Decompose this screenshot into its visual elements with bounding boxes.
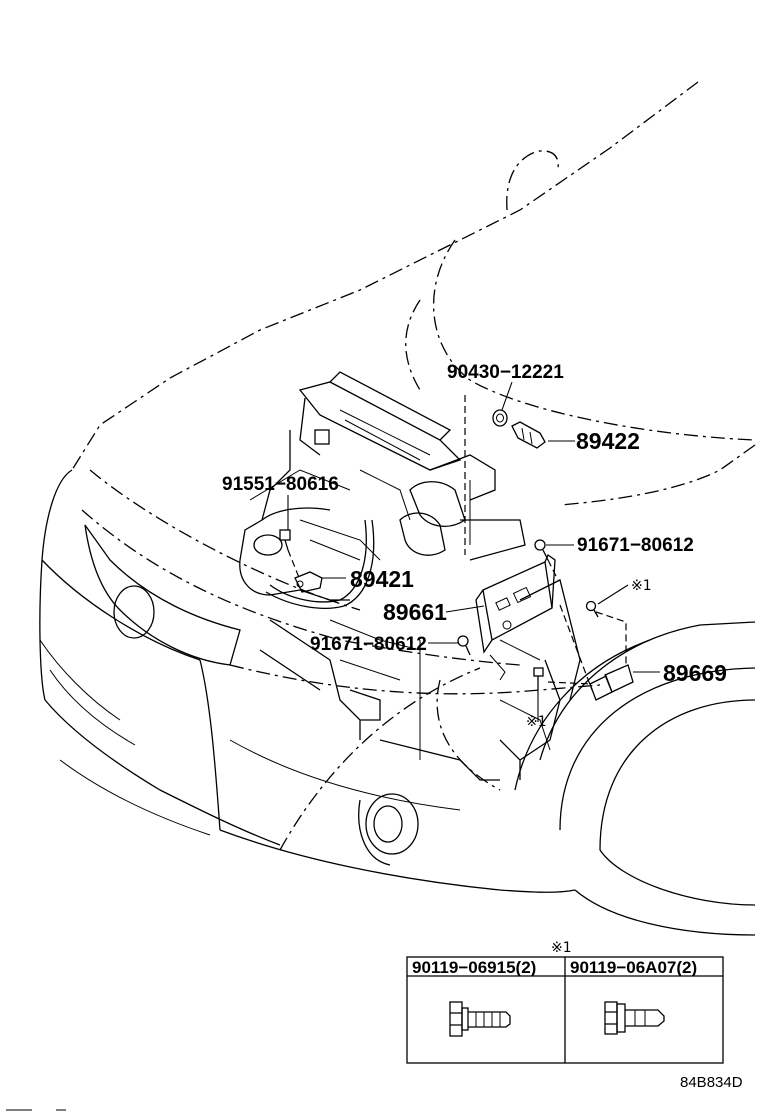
fastener-table: ※1 90119−06915(2) 90119−06A07(2) bbox=[406, 940, 724, 1064]
callout-89422: 89422 bbox=[576, 428, 640, 454]
vehicle-body-outline bbox=[39, 81, 756, 936]
callout-89669: 89669 bbox=[663, 660, 727, 686]
part-bracket-89669 bbox=[589, 664, 634, 701]
callouts: 90430−12221 89422 91551−80616 89421 9167… bbox=[222, 362, 727, 730]
fastener-column-header-2: 90119−06A07(2) bbox=[570, 958, 697, 977]
part-ecu-89661 bbox=[475, 554, 556, 681]
callout-89661: 89661 bbox=[383, 599, 447, 625]
callout-89421: 89421 bbox=[350, 566, 414, 592]
fastener-table-mark: ※1 bbox=[551, 940, 572, 956]
part-bolt-note-lower bbox=[533, 667, 544, 690]
bolt-icon bbox=[449, 1001, 511, 1037]
bolt-icon bbox=[604, 1001, 665, 1035]
illustration-code: 84B834D bbox=[680, 1074, 743, 1091]
part-switch-89422 bbox=[511, 421, 546, 449]
fastener-column-header-1: 90119−06915(2) bbox=[412, 958, 536, 977]
callout-90430-12221: 90430−12221 bbox=[447, 362, 564, 383]
engine-illustration bbox=[239, 371, 581, 781]
part-bolt-note-upper bbox=[585, 600, 599, 618]
callout-91671-80612-upper: 91671−80612 bbox=[577, 535, 694, 556]
callout-91671-80612-lower: 91671−80612 bbox=[310, 634, 427, 655]
part-bolt-91671-lower bbox=[457, 635, 471, 656]
part-sensor-89421 bbox=[294, 571, 323, 593]
part-bolt-91551 bbox=[279, 529, 291, 551]
note-mark-upper: ※1 bbox=[631, 578, 652, 594]
callout-91551-80616: 91551−80616 bbox=[222, 474, 339, 495]
part-bolt-91671-upper bbox=[534, 539, 549, 561]
part-gasket-90430 bbox=[492, 409, 508, 427]
note-mark-lower: ※1 bbox=[526, 714, 547, 730]
leader-lines bbox=[287, 381, 660, 722]
